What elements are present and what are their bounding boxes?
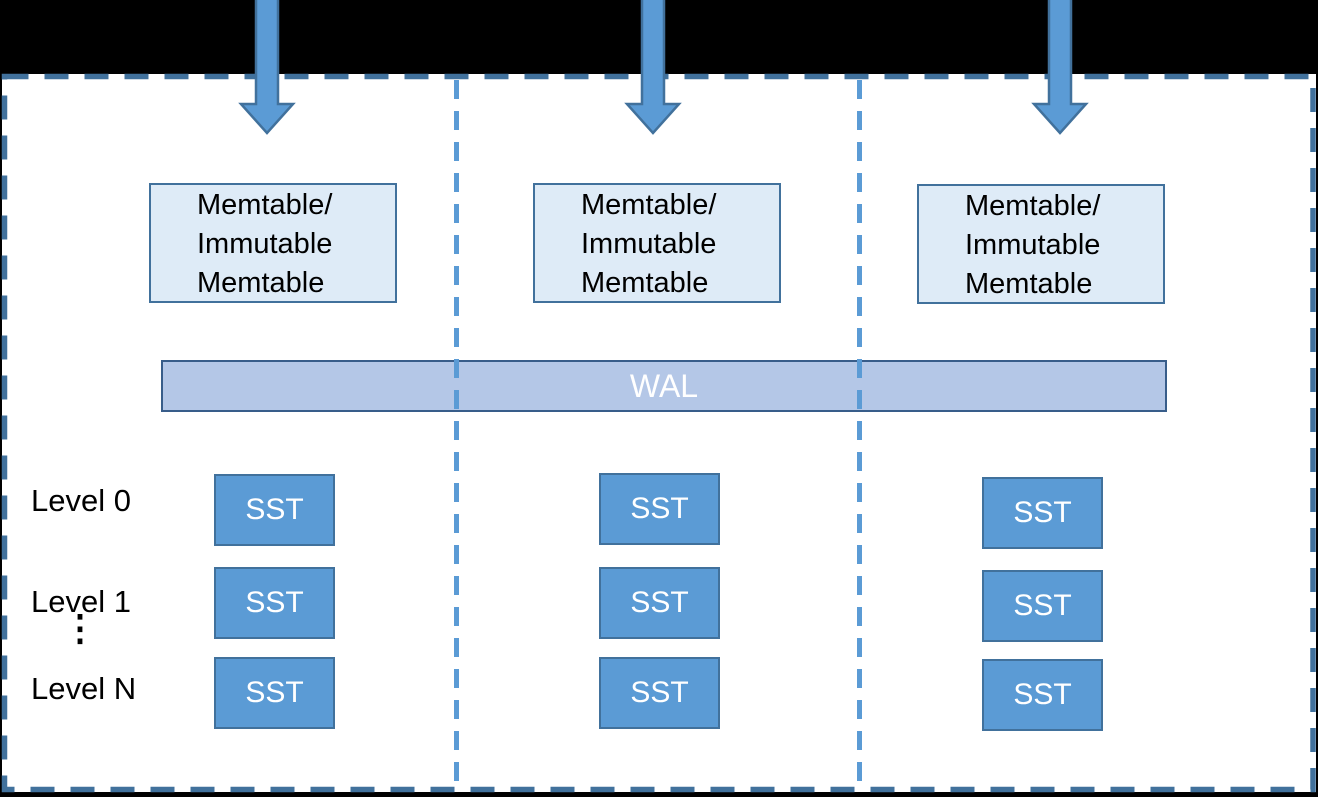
- sst-box: SST: [214, 657, 335, 729]
- memtable-label-line: Memtable/: [581, 189, 717, 221]
- sst-box: SST: [214, 474, 335, 546]
- sst-label: SST: [1013, 496, 1072, 529]
- sst-label: SST: [245, 676, 304, 709]
- wal-bar: WAL: [161, 360, 1167, 412]
- memtable-box: Memtable/ Immutable Memtable: [149, 183, 397, 303]
- sst-label: SST: [245, 586, 304, 619]
- memtable-label-line: Immutable: [965, 229, 1101, 261]
- memtable-label-line: Memtable: [581, 267, 709, 299]
- level-label-0: Level 0: [31, 483, 131, 518]
- sst-label: SST: [1013, 589, 1072, 622]
- sst-box: SST: [599, 473, 720, 545]
- sst-label: SST: [245, 493, 304, 526]
- vertical-ellipsis-icon: ⋮: [62, 607, 98, 648]
- memtable-box: Memtable/ Immutable Memtable: [917, 184, 1165, 304]
- level-label-n: Level N: [31, 671, 137, 706]
- wal-label: WAL: [629, 367, 699, 404]
- sst-box: SST: [599, 567, 720, 639]
- sst-box: SST: [982, 477, 1103, 549]
- memtable-box: Memtable/ Immutable Memtable: [533, 183, 781, 303]
- sst-label: SST: [630, 586, 689, 619]
- memtable-label-line: Immutable: [197, 228, 333, 260]
- memtable-label-line: Memtable/: [197, 189, 333, 221]
- sst-label: SST: [1013, 678, 1072, 711]
- memtable-label-line: Memtable: [965, 268, 1093, 300]
- sst-box: SST: [214, 567, 335, 639]
- memtable-label-line: Memtable: [197, 267, 325, 299]
- memtable-label-line: Immutable: [581, 228, 717, 260]
- sst-label: SST: [630, 676, 689, 709]
- sst-box: SST: [982, 570, 1103, 642]
- sst-box: SST: [982, 659, 1103, 731]
- sst-box: SST: [599, 657, 720, 729]
- sst-label: SST: [630, 492, 689, 525]
- memtable-label-line: Memtable/: [965, 190, 1101, 222]
